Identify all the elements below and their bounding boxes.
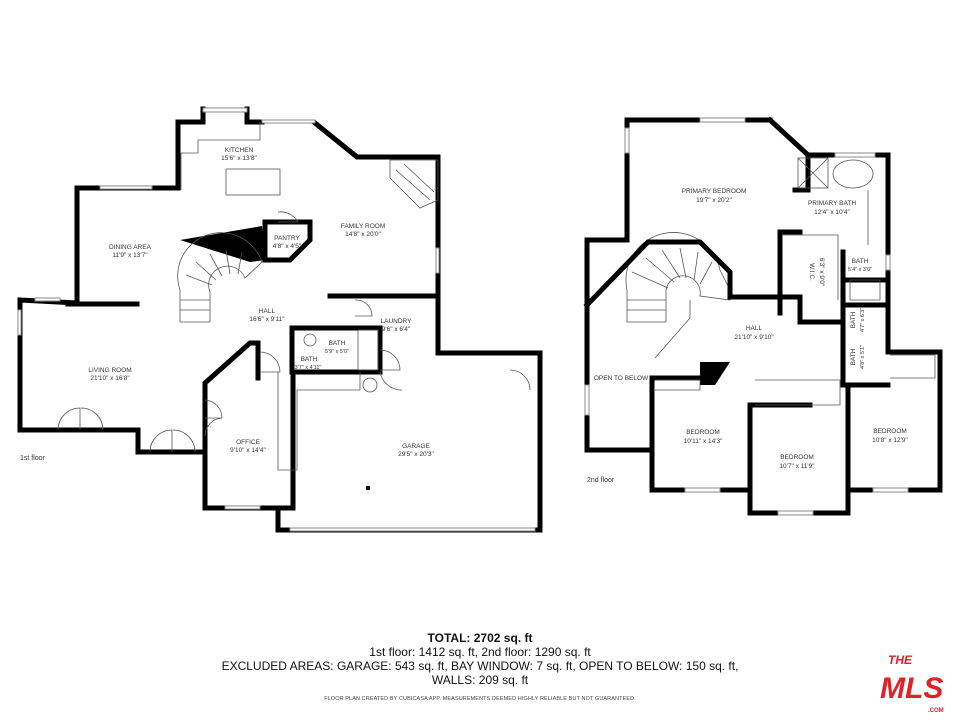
total-area: TOTAL: 2702 sq. ft	[427, 631, 533, 645]
second-floor-plan: 2nd floor PRIMARY BEDROOM 19'7" x 20'2" …	[583, 116, 943, 516]
room-dims-primary-bath: 12'4" x 10'4"	[814, 209, 850, 216]
svg-text:MLS: MLS	[880, 672, 943, 705]
room-dims-bedroom: 10'7" x 11'9"	[779, 463, 815, 470]
room-name-dining-area: DINING AREA	[109, 244, 152, 251]
walls-area: WALLS: 209 sq. ft	[431, 673, 529, 687]
room-name-bath: BATH	[852, 258, 869, 265]
room-name-family-room: FAMILY ROOM	[341, 223, 386, 230]
bay-window	[202, 107, 248, 113]
room-name-bath: BATH	[850, 348, 857, 365]
room-name-bath: BATH	[329, 340, 346, 347]
room-name-bath: BATH	[301, 356, 318, 363]
room-dims-garage: 29'5" x 20'3"	[398, 451, 434, 458]
floor-label: 2nd floor	[587, 477, 615, 484]
room-name-wic: W.I.C.	[808, 263, 815, 281]
room-dims-bath: 4'7" x 6'3"	[860, 308, 866, 332]
room-dims-primary-bedroom: 19'7" x 20'2"	[696, 197, 732, 204]
room-name-living-room: LIVING ROOM	[88, 367, 131, 374]
bathtub	[832, 159, 874, 189]
room-dims-family-room: 14'8" x 20'0"	[345, 231, 381, 238]
excluded-areas: EXCLUDED AREAS: GARAGE: 543 sq. ft, BAY …	[221, 659, 739, 673]
walls-main	[17, 119, 296, 511]
kitchen-island	[225, 168, 281, 196]
walls-main	[584, 116, 943, 516]
room-dims-hall: 21'10" x 9'10"	[734, 334, 774, 341]
room-name-laundry: LAUNDRY	[381, 318, 413, 325]
staircase	[177, 226, 265, 323]
room-dims-wic: 6'3" x 9'0"	[818, 258, 825, 287]
room-name-hall: HALL	[746, 325, 763, 332]
room-name-primary-bedroom: PRIMARY BEDROOM	[682, 188, 747, 195]
room-dims-bath: 3'7" x 4'11"	[295, 365, 322, 371]
room-dims-office: 9'10" x 14'4"	[230, 447, 266, 454]
room-dims-living-room: 21'10" x 16'8"	[90, 375, 130, 382]
room-name-bedroom: BEDROOM	[686, 429, 720, 436]
room-name-hall: HALL	[259, 308, 276, 315]
svg-text:THE: THE	[888, 653, 913, 667]
room-name-kitchen: KITCHEN	[225, 147, 254, 154]
pantry-walls	[262, 219, 313, 263]
room-dims-pantry: 4'8" x 4'5"	[273, 243, 302, 250]
room-name-office: OFFICE	[236, 439, 260, 446]
room-name-pantry: PANTRY	[274, 235, 300, 242]
room-dims-bedroom: 10'8" x 12'9"	[872, 437, 908, 444]
room-name-open-to-below: OPEN TO BELOW	[594, 375, 649, 382]
room-name-bath: BATH	[850, 311, 857, 328]
mls-logo: THE MLS .COM	[880, 653, 944, 714]
floor-areas: 1st floor: 1412 sq. ft, 2nd floor: 1290 …	[369, 645, 591, 659]
room-dims-laundry: 9'6" x 6'4"	[382, 326, 411, 333]
room-dims-dining-area: 11'9" x 13'7"	[112, 252, 148, 259]
room-dims-bath: 5'4" x 3'0"	[848, 267, 872, 273]
room-name-primary-bath: PRIMARY BATH	[808, 200, 856, 207]
room-dims-bedroom: 10'11" x 14'3"	[684, 438, 723, 445]
room-dims-kitchen: 15'6" x 13'8"	[221, 155, 257, 162]
room-name-bedroom: BEDROOM	[873, 428, 907, 435]
first-floor-plan: 1st floor KITCHEN 15'6" x 13'8" FAMILY R…	[17, 106, 543, 533]
svg-text:.COM: .COM	[928, 708, 944, 714]
floor-label: 1st floor	[20, 455, 46, 462]
room-name-garage: GARAGE	[402, 443, 430, 450]
room-dims-bath: 4'8" x 5'1"	[860, 345, 866, 369]
disclaimer: FLOOR PLAN CREATED BY CUBICASA APP. MEAS…	[324, 696, 636, 702]
room-dims-bath: 5'9" x 5'0"	[325, 349, 349, 355]
room-name-bedroom: BEDROOM	[780, 454, 814, 461]
room-dims-hall: 16'6" x 9'11"	[249, 316, 285, 323]
